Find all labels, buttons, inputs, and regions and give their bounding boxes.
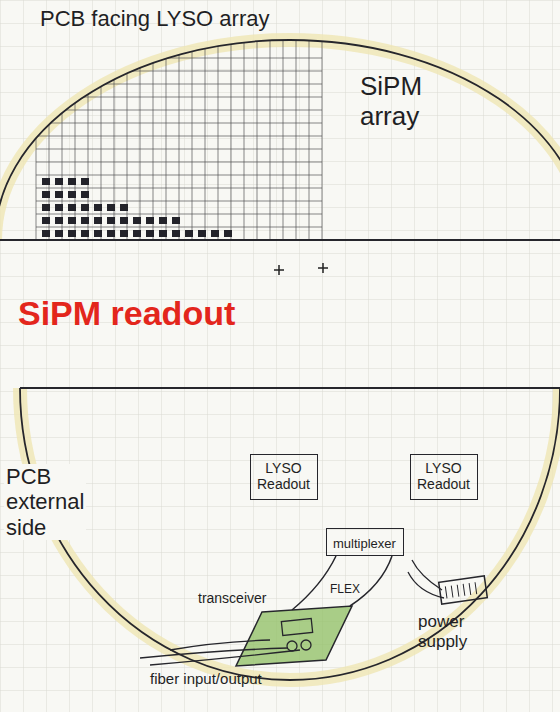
sipm-grid [36, 40, 322, 240]
box-text: LYSO Readout [257, 460, 310, 492]
readout-box: LYSO Readout [250, 454, 318, 500]
disc-edge [0, 40, 560, 240]
power-connector [439, 576, 488, 604]
panel-heading-holder: PCB external side [4, 464, 86, 540]
fiber-port [301, 640, 311, 650]
pcb-back-disc: PCB external side LYSO Readout LYSO Readou… [0, 386, 560, 686]
readout-box: LYSO Readout [410, 454, 478, 500]
box-text: multiplexer [333, 537, 396, 552]
sketch-title: SiPM readout [18, 294, 235, 333]
edge-tint [0, 40, 560, 240]
panel-heading: PCB facing LYSO array [40, 6, 269, 31]
disc-outline [0, 0, 560, 242]
plus-mark [274, 263, 328, 275]
part-label: transceiver [198, 590, 266, 606]
flex-cable [292, 556, 392, 610]
part-label-holder: power supply [418, 612, 488, 651]
flex-label: FLEX [330, 583, 360, 597]
part-label: power supply [418, 612, 488, 651]
panel-heading-holder: PCB facing LYSO array [40, 6, 269, 31]
multiplexer-box: multiplexer [326, 528, 404, 556]
power-cable [408, 560, 444, 598]
disc-edge [20, 388, 560, 680]
array-label: SiPM array [360, 72, 422, 132]
fiber-port [287, 641, 297, 651]
part-label: fiber input/output [150, 670, 262, 687]
part-label-holder: fiber input/output [150, 670, 262, 688]
array-label-holder: SiPM array [360, 72, 422, 132]
fiber-line [140, 640, 300, 665]
edge-tint [20, 388, 560, 680]
transceiver-chip [281, 618, 312, 635]
transceiver-board [236, 606, 352, 666]
flex-label-holder: FLEX [330, 579, 360, 597]
box-text: LYSO Readout [417, 460, 470, 492]
sipm-squares [42, 178, 232, 237]
panel-heading: PCB external side [4, 464, 86, 540]
sketch-title-holder: SiPM readout [18, 294, 235, 333]
pcb-front-disc: PCB facing LYSO arraySiPM array [0, 0, 560, 242]
part-label-holder: transceiver [198, 589, 266, 607]
